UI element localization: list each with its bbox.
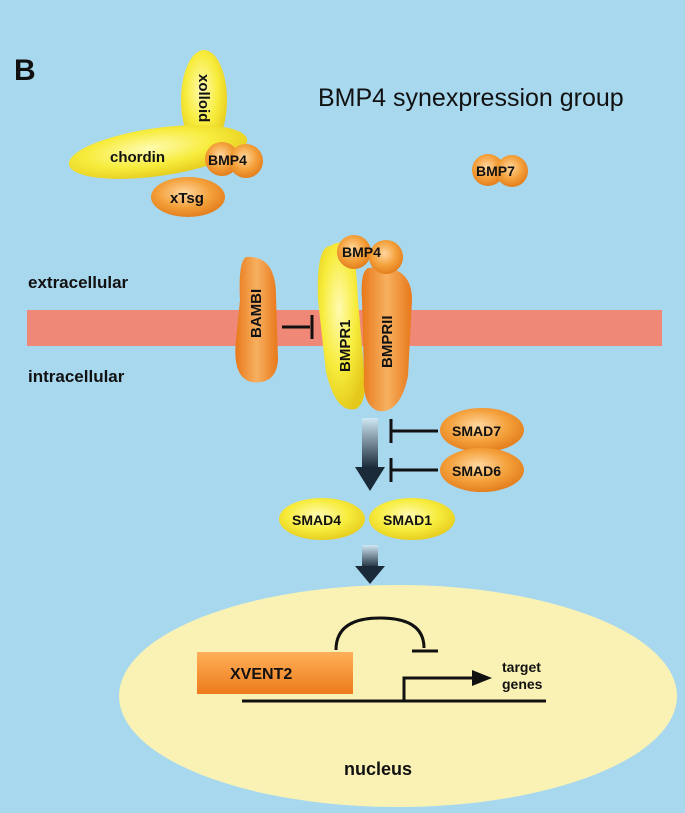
- bmp4-bound-label: BMP4: [342, 244, 381, 260]
- smad4-label: SMAD4: [292, 512, 341, 528]
- xtsg-label: xTsg: [170, 190, 204, 207]
- diagram-title: BMP4 synexpression group: [318, 84, 624, 112]
- bmprii-receptor: [361, 267, 412, 412]
- bmp4-free-label: BMP4: [208, 152, 247, 168]
- bmp4-free-protein-b: [229, 144, 263, 178]
- bmp7-label: BMP7: [476, 163, 515, 179]
- bambi-protein: [235, 256, 278, 383]
- signal-arrow-head-2: [355, 566, 385, 584]
- signal-arrow-shaft-1: [362, 418, 378, 468]
- extracellular-label: extracellular: [28, 273, 129, 292]
- bmp4-bound-protein-b: [369, 240, 403, 274]
- chordin-label: chordin: [110, 149, 165, 166]
- signal-arrow-shaft-2: [362, 545, 378, 568]
- bmprii-label: BMPRII: [379, 316, 396, 369]
- feedback-arc: [334, 616, 426, 651]
- nucleus-ellipse: [119, 585, 677, 807]
- target-genes-label-line2: genes: [502, 676, 543, 692]
- signal-arrow-head-1: [355, 467, 385, 491]
- promoter-arrow-head: [472, 670, 492, 686]
- smad1-protein: [369, 498, 455, 540]
- smad6-protein: [440, 448, 524, 492]
- smad4-protein: [279, 498, 365, 540]
- xolloid-label: xolloid: [195, 74, 212, 122]
- bmp7-protein-a: [472, 154, 504, 186]
- xvent2-label: XVENT2: [230, 666, 292, 683]
- smad7-label: SMAD7: [452, 423, 501, 439]
- nucleus-label: nucleus: [344, 759, 412, 779]
- intracellular-label: intracellular: [28, 367, 125, 386]
- xolloid-protein: [181, 50, 227, 150]
- smad1-label: SMAD1: [383, 512, 432, 528]
- smad6-label: SMAD6: [452, 463, 501, 479]
- bmp4-bound-protein-a: [337, 235, 371, 269]
- smad7-protein: [440, 408, 524, 452]
- bmpr1-label: BMPR1: [337, 319, 354, 372]
- xtsg-protein: [151, 177, 225, 217]
- promoter-arrow: [402, 676, 475, 701]
- bmp7-protein-b: [496, 155, 528, 187]
- target-genes-label-line1: target: [502, 659, 541, 675]
- bmpr1-receptor: [317, 242, 365, 410]
- panel-label: B: [14, 54, 36, 87]
- xvent2-gene-box: [197, 652, 353, 694]
- bambi-label: BAMBI: [248, 289, 265, 338]
- chordin-protein: [68, 125, 248, 179]
